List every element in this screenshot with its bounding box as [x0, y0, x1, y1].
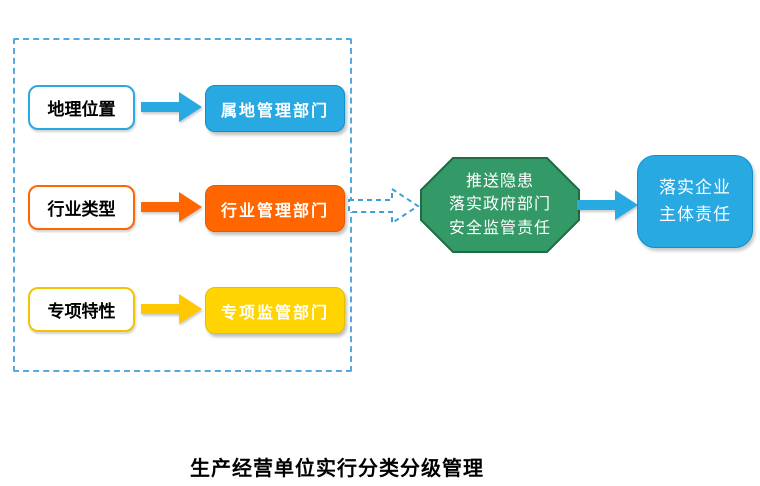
- hub-text: 推送隐患 落实政府部门 安全监管责任: [420, 157, 580, 253]
- hub-line-2: 落实政府部门: [448, 196, 551, 214]
- factor-box-geography: 地理位置: [28, 85, 135, 130]
- dept-box-territorial: 属地管理部门: [205, 85, 345, 132]
- dashed-connector-arrow-icon: [348, 187, 420, 225]
- dept-label-industry: 行业管理部门: [220, 202, 329, 220]
- arrow-industry-icon: [141, 192, 202, 222]
- arrow-hub-to-outcome-icon: [577, 190, 638, 220]
- hub-line-3: 安全监管责任: [448, 219, 551, 237]
- dept-label-special-supervision: 专项监管部门: [220, 304, 329, 322]
- dept-label-territorial: 属地管理部门: [220, 102, 329, 120]
- dept-box-industry: 行业管理部门: [205, 185, 345, 232]
- diagram-caption: 生产经营单位实行分类分级管理: [190, 458, 484, 480]
- factor-box-special: 专项特性: [28, 287, 135, 332]
- factor-label-industry: 行业类型: [47, 200, 116, 219]
- dept-box-special-supervision: 专项监管部门: [205, 287, 345, 334]
- outcome-line-2: 主体责任: [659, 204, 731, 224]
- factor-box-industry: 行业类型: [28, 185, 135, 230]
- factor-label-special: 专项特性: [47, 302, 116, 321]
- outcome-line-1: 落实企业: [659, 178, 731, 198]
- arrow-geography-icon: [141, 92, 202, 122]
- hub-octagon: 推送隐患 落实政府部门 安全监管责任: [420, 157, 580, 253]
- hub-line-1: 推送隐患: [465, 173, 534, 191]
- outcome-box: 落实企业 主体责任: [637, 155, 753, 248]
- octagon-shape: [420, 157, 580, 253]
- factor-label-geography: 地理位置: [47, 100, 116, 119]
- arrow-special-icon: [141, 294, 202, 324]
